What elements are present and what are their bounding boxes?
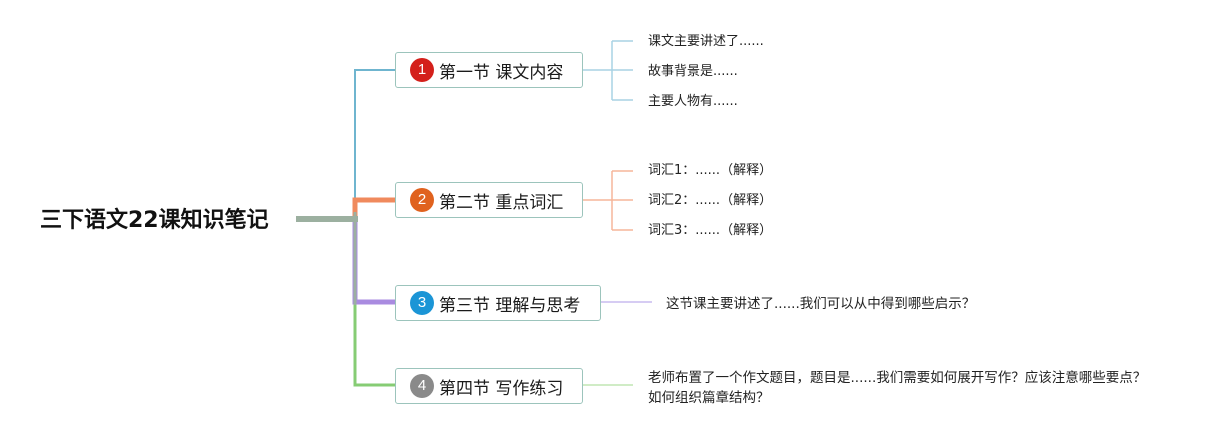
section-3-leaf-1[interactable]: 这节课主要讲述了......我们可以从中得到哪些启示？ — [666, 296, 976, 312]
section-2-leaf-2[interactable]: 词汇2：......（解释） — [648, 193, 773, 208]
section-2-title: 第二节 重点词汇 — [439, 192, 564, 213]
number-4-badge: 4 — [410, 374, 434, 398]
section-4-title: 第四节 写作练习 — [439, 378, 564, 399]
section-1-node[interactable]: 1 第一节 课文内容 — [395, 52, 583, 88]
section-1-branch — [354, 69, 395, 219]
section-2-leaf-1[interactable]: 词汇1：......（解释） — [648, 163, 773, 178]
section-3-node[interactable]: 3 第三节 理解与思考 — [395, 285, 601, 321]
section-1-leaf-1[interactable]: 课文主要讲述了...... — [648, 34, 764, 49]
number-1-badge: 1 — [410, 58, 434, 82]
number-3-badge: 3 — [410, 291, 434, 315]
section-4-node[interactable]: 4 第四节 写作练习 — [395, 368, 583, 404]
section-2-leaf-3[interactable]: 词汇3：......（解释） — [648, 223, 773, 238]
section-4-leaf-1[interactable]: 老师布置了一个作文题目，题目是......我们需要如何展开写作？应该注意哪些要点… — [648, 370, 1147, 406]
section-1-leaf-3[interactable]: 主要人物有...... — [648, 94, 738, 109]
number-2-badge: 2 — [410, 188, 434, 212]
section-2-node[interactable]: 2 第二节 重点词汇 — [395, 182, 583, 218]
section-1-leaf-2[interactable]: 故事背景是...... — [648, 64, 738, 79]
section-1-title: 第一节 课文内容 — [439, 62, 564, 83]
root-topic[interactable]: 三下语文22课知识笔记 — [40, 208, 269, 233]
section-2-branch — [352, 197, 395, 219]
section-3-title: 第三节 理解与思考 — [439, 295, 581, 316]
section-3-branch — [352, 219, 395, 305]
